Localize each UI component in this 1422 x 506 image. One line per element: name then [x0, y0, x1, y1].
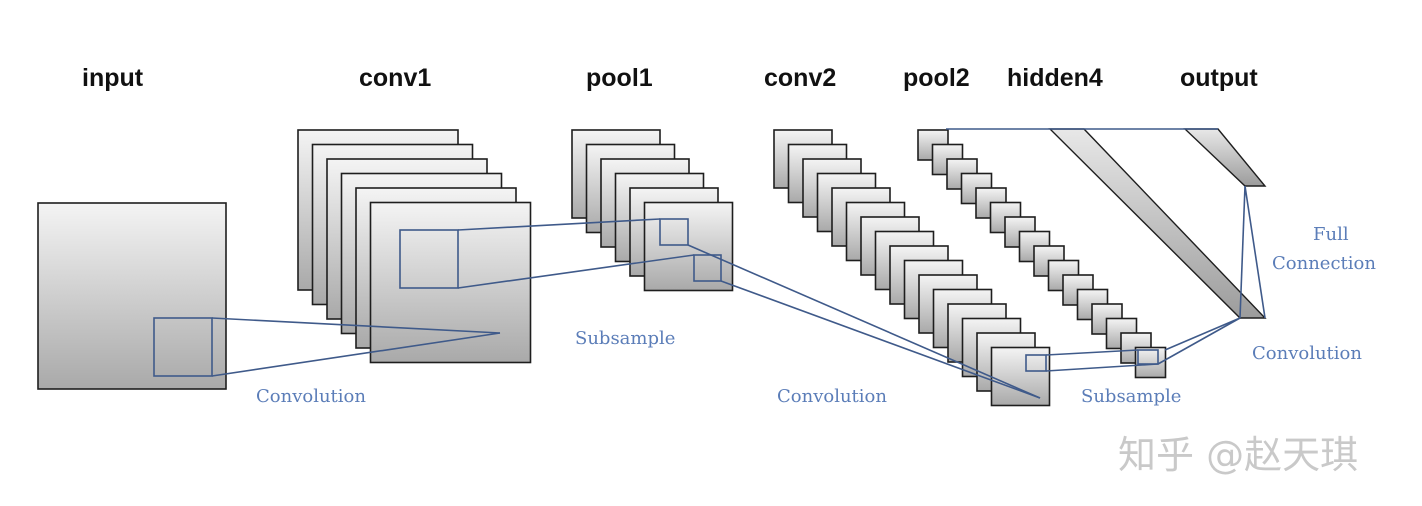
input-map: [37, 202, 227, 390]
label-full-connection-line2: Connection: [1272, 253, 1376, 274]
label-convolution-1: Convolution: [256, 386, 366, 407]
connector-line: [1239, 185, 1246, 319]
receptive-field-conv2: [1025, 354, 1047, 372]
label-subsample-1: Subsample: [575, 328, 676, 349]
heading-input: input: [82, 64, 144, 92]
heading-output: output: [1180, 64, 1258, 92]
label-subsample-2: Subsample: [1081, 386, 1182, 407]
connector-line: [687, 244, 1041, 399]
heading-conv2: conv2: [764, 64, 837, 92]
connector-line: [1164, 317, 1241, 351]
connector-line: [457, 218, 661, 231]
watermark: 知乎 @赵天琪: [1118, 433, 1359, 477]
label-convolution-3: Convolution: [1252, 343, 1362, 364]
heading-pool1: pool1: [586, 64, 653, 92]
connector-line: [1244, 185, 1266, 319]
heading-hidden4: hidden4: [1007, 64, 1103, 92]
connector-line: [211, 317, 501, 334]
connector-line: [1157, 317, 1241, 365]
conv2-map: [990, 346, 1051, 407]
connector-line: [1045, 349, 1139, 356]
connector-line: [720, 280, 1041, 399]
receptive-field-conv1: [399, 229, 459, 289]
connector-line: [211, 332, 501, 377]
connector-line: [1045, 363, 1159, 372]
output-bar: [1183, 128, 1267, 187]
conv1-map: [369, 201, 532, 364]
heading-conv1: conv1: [359, 64, 432, 92]
receptive-field-input: [153, 317, 213, 377]
connector-line: [457, 254, 695, 289]
receptive-field-pool1-b: [693, 254, 722, 282]
label-full-connection-line1: Full: [1313, 224, 1349, 245]
label-convolution-2: Convolution: [777, 386, 887, 407]
receptive-field-pool1-a: [659, 218, 689, 246]
heading-pool2: pool2: [903, 64, 970, 92]
pool1-map: [643, 201, 734, 292]
